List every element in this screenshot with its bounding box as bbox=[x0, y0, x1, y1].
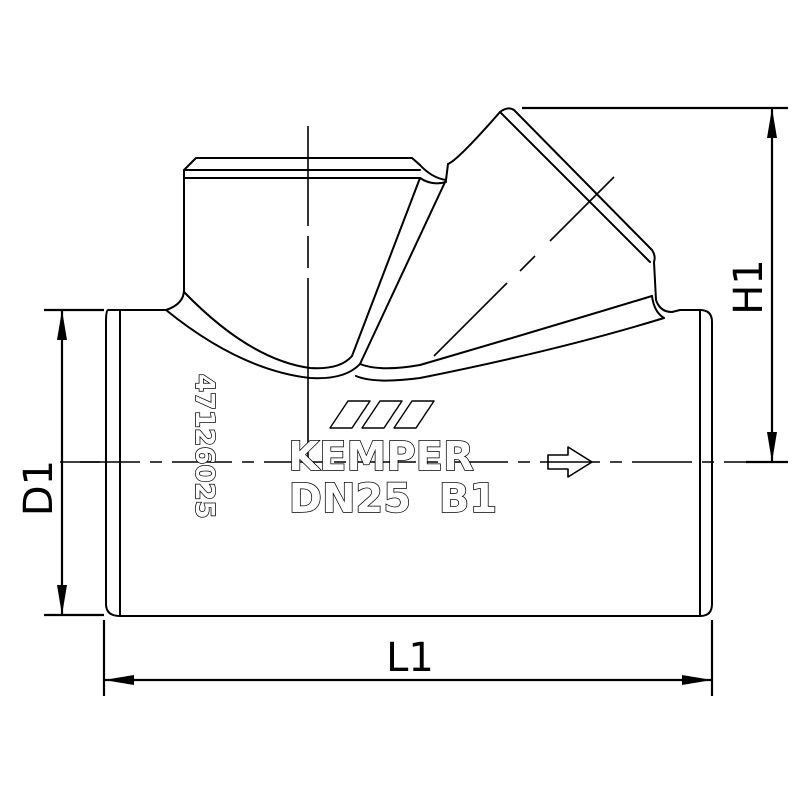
angled-branch bbox=[355, 107, 681, 382]
dimension-l1 bbox=[102, 620, 714, 696]
center-lines bbox=[60, 126, 770, 463]
flow-direction-arrow-icon bbox=[547, 446, 593, 478]
dimension-h1 bbox=[522, 106, 788, 464]
vertical-branch bbox=[165, 157, 449, 380]
dimension-l1-label: L1 bbox=[386, 635, 434, 681]
dimension-d1-label: D1 bbox=[16, 460, 62, 516]
main-pipe-body bbox=[105, 309, 713, 617]
dimension-h1-label: H1 bbox=[726, 259, 772, 315]
kemper-stripes-logo-icon bbox=[329, 400, 435, 429]
marking-text: DN25 B1 bbox=[289, 476, 498, 522]
article-number-text: 47126025 bbox=[189, 374, 219, 519]
dimension-d1 bbox=[44, 308, 104, 617]
brand-text: KEMPER bbox=[288, 434, 474, 480]
